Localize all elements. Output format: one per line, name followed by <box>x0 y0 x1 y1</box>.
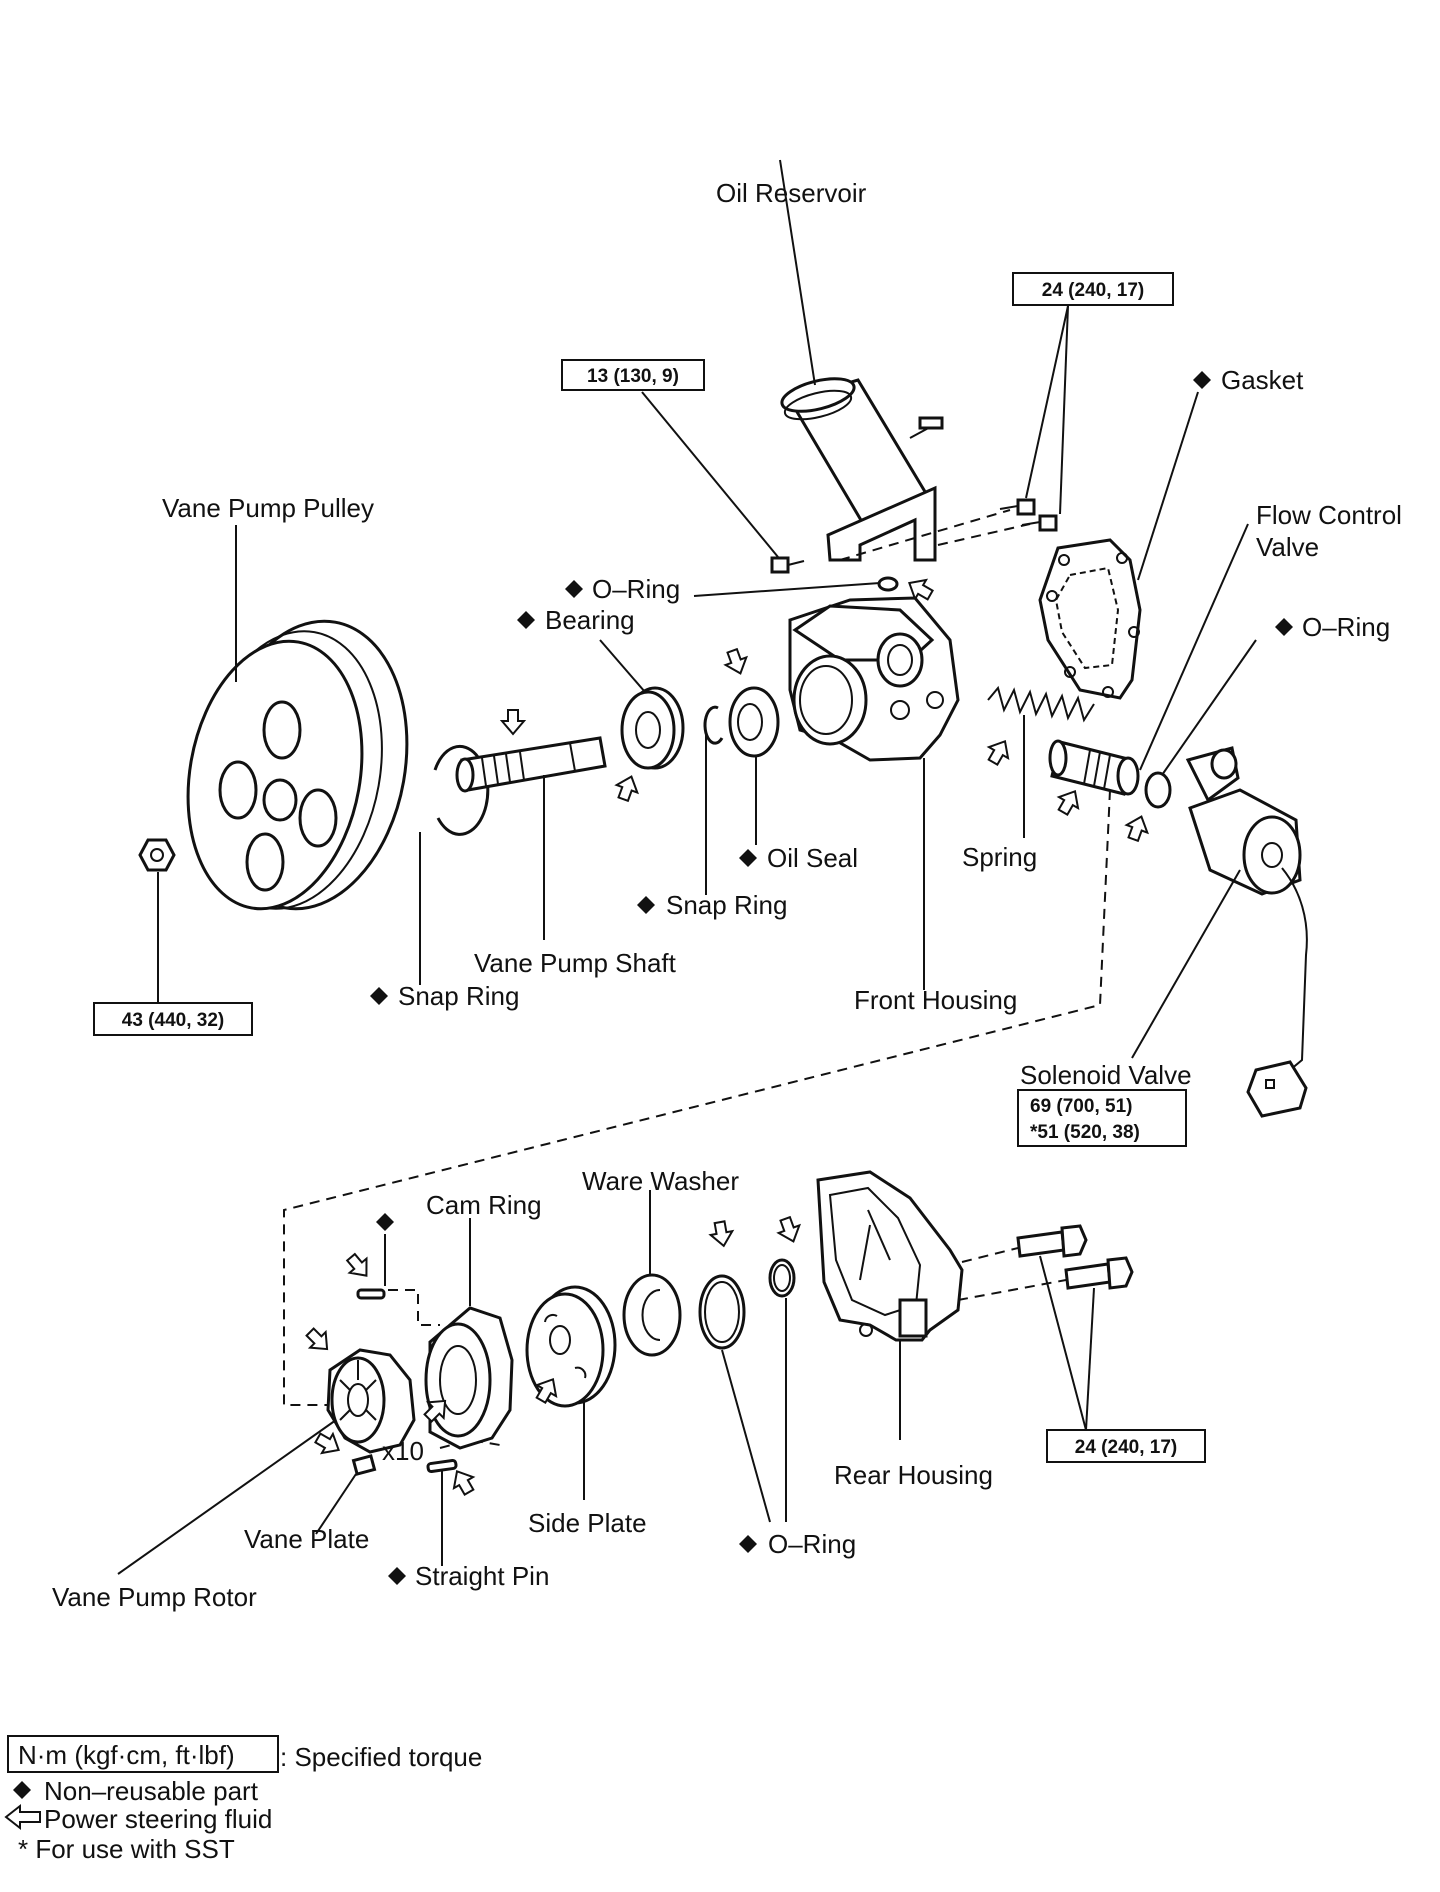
o-ring-right-label: O–Ring <box>1302 612 1390 642</box>
vane-pump-pulley <box>186 619 409 911</box>
rear-housing-label: Rear Housing <box>834 1460 993 1490</box>
reservoir-bolt-left <box>770 556 805 574</box>
o-ring-top-part <box>877 576 899 592</box>
gasket <box>1038 538 1142 700</box>
bearing <box>620 686 685 770</box>
o-ring-bottom-label: O–Ring <box>768 1529 856 1559</box>
spring-label: Spring <box>962 842 1037 872</box>
flow-control-valve <box>1048 739 1140 796</box>
vane-plate <box>351 1454 377 1476</box>
solenoid-valve-label: Solenoid Valve <box>1020 1060 1192 1090</box>
vane-pump-shaft-label: Vane Pump Shaft <box>474 948 677 978</box>
x10-label: x10 <box>382 1436 424 1466</box>
vane-pump-pulley-label: Vane Pump Pulley <box>162 493 374 523</box>
vane-pump-rotor-label: Vane Pump Rotor <box>52 1582 257 1612</box>
legend-specified-torque: : Specified torque <box>280 1742 482 1772</box>
straight-pin-top <box>356 1288 386 1300</box>
side-plate-label: Side Plate <box>528 1508 647 1538</box>
hollow-arrow-icon <box>4 1803 41 1831</box>
solenoid-valve <box>1185 746 1308 1118</box>
diamond-icon <box>13 1781 31 1799</box>
flow-control-valve-label-line2: Valve <box>1256 532 1319 562</box>
snap-ring-mid-label: Snap Ring <box>666 890 787 920</box>
front-housing-label: Front Housing <box>854 985 1017 1015</box>
o-ring-bottom-a <box>698 1274 746 1350</box>
straight-pin-label: Straight Pin <box>415 1561 549 1591</box>
svg-text:24 (240, 17): 24 (240, 17) <box>1075 1437 1177 1458</box>
rear-housing <box>816 1170 964 1342</box>
torque-box-reservoir-left: 13 (130, 9) <box>561 359 705 391</box>
torque-box-reservoir-right: 24 (240, 17) <box>1012 272 1174 306</box>
svg-text:*51 (520, 38): *51 (520, 38) <box>1030 1122 1140 1143</box>
pulley-nut <box>138 838 176 872</box>
svg-text:69 (700, 51): 69 (700, 51) <box>1030 1096 1132 1117</box>
ware-washer <box>622 1273 682 1357</box>
oil-reservoir <box>779 159 944 562</box>
vane-plate-label: Vane Plate <box>244 1524 369 1554</box>
legend: N·m (kgf·cm, ft·lbf) : Specified torque … <box>4 1735 482 1864</box>
legend-fluid: Power steering fluid <box>44 1804 272 1834</box>
oil-seal <box>728 686 780 758</box>
torque-box-solenoid-valve: 69 (700, 51) *51 (520, 38) <box>1017 1089 1187 1147</box>
reservoir-bolt-right-b <box>1021 514 1058 532</box>
legend-unit: N·m (kgf·cm, ft·lbf) <box>18 1740 235 1770</box>
rear-housing-bolt-a <box>1016 1224 1088 1258</box>
legend-torque-box <box>7 1735 279 1773</box>
torque-box-pulley-nut: 43 (440, 32) <box>93 1002 253 1036</box>
svg-text:13 (130, 9): 13 (130, 9) <box>587 366 679 387</box>
vane-pump-rotor <box>326 1348 416 1454</box>
o-ring-bottom-b <box>768 1258 796 1298</box>
vane-pump-shaft <box>455 736 607 793</box>
gasket-label: Gasket <box>1221 365 1304 395</box>
svg-text:43 (440, 32): 43 (440, 32) <box>122 1010 224 1031</box>
cam-ring <box>424 1306 514 1450</box>
reservoir-bolt-right-a <box>999 498 1036 516</box>
o-ring-top-label: O–Ring <box>592 574 680 604</box>
side-plate <box>525 1285 617 1408</box>
ware-washer-label: Ware Washer <box>582 1166 739 1196</box>
front-housing <box>788 596 960 762</box>
straight-pin-bottom <box>426 1458 458 1474</box>
snap-ring-left-label: Snap Ring <box>398 981 519 1011</box>
o-ring-right-part <box>1144 771 1172 809</box>
oil-seal-label: Oil Seal <box>767 843 858 873</box>
torque-box-rear-housing: 24 (240, 17) <box>1046 1429 1206 1463</box>
svg-text:24 (240, 17): 24 (240, 17) <box>1042 280 1144 301</box>
spring <box>987 685 1095 723</box>
snap-ring-mid <box>703 705 724 745</box>
oil-reservoir-label: Oil Reservoir <box>716 178 867 208</box>
flow-control-valve-label-line1: Flow Control <box>1256 500 1402 530</box>
bearing-label: Bearing <box>545 605 635 635</box>
legend-non-reusable: Non–reusable part <box>44 1776 259 1806</box>
rear-housing-bolt-b <box>1064 1256 1134 1290</box>
cam-ring-label: Cam Ring <box>426 1190 542 1220</box>
legend-sst: * For use with SST <box>18 1834 235 1864</box>
